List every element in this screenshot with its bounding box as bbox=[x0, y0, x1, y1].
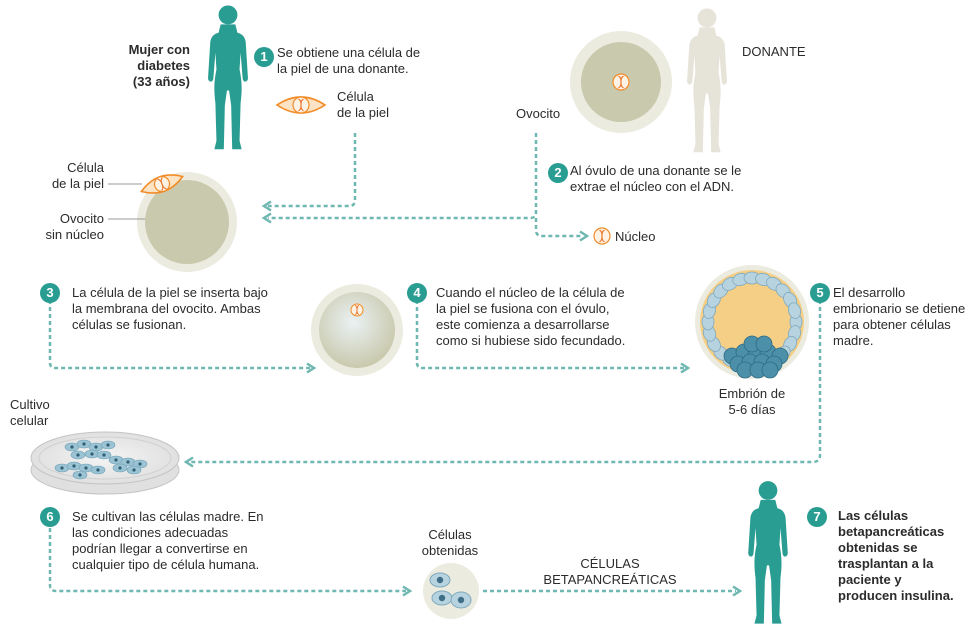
step-6-text: Se cultivan las células madre. En las co… bbox=[72, 509, 264, 572]
donor-oocyte-icon bbox=[570, 31, 672, 133]
donor-label: DONANTE bbox=[742, 44, 806, 59]
step-2-text: Al óvulo de una donante se le extrae el … bbox=[570, 163, 742, 194]
step-1-badge: 1 bbox=[254, 47, 274, 67]
obtained-cells-icon bbox=[423, 563, 479, 619]
connector-1-to-3 bbox=[268, 133, 357, 208]
patient-label: Mujer con diabetes (33 años) bbox=[128, 42, 190, 89]
connector-2-to-3 bbox=[268, 133, 538, 220]
connector-5-to-6 bbox=[190, 300, 822, 464]
step-6-badge: 6 bbox=[40, 507, 60, 527]
dashed-connectors bbox=[48, 133, 822, 593]
culture-label: Cultivo celular bbox=[10, 397, 50, 428]
connector-3-to-4 bbox=[48, 300, 310, 370]
connector-6-to-cells bbox=[48, 528, 406, 593]
patient-woman-icon bbox=[208, 5, 248, 150]
cell-culture-dish-icon bbox=[30, 431, 180, 495]
step-3-text: La célula de la piel se inserta bajo la … bbox=[72, 285, 268, 332]
step-7-text: Las células betapancreáticas obtenidas s… bbox=[838, 508, 954, 603]
fused-oocyte-icon bbox=[311, 284, 403, 376]
connector-4-to-5 bbox=[415, 300, 684, 370]
step-3-badge: 3 bbox=[40, 283, 60, 303]
step-5-badge: 5 bbox=[810, 283, 830, 303]
skin-cell-icon bbox=[275, 96, 327, 114]
embryo-icon bbox=[695, 265, 809, 379]
skin-cell-left-label: Célula de la piel bbox=[51, 160, 104, 191]
step-2-badge: 2 bbox=[548, 163, 568, 183]
cells-obtained-label: Células obtenidas bbox=[421, 527, 479, 558]
nucleus-icon bbox=[593, 227, 611, 245]
patient-woman-icon-final bbox=[748, 481, 788, 624]
step-4-badge: 4 bbox=[407, 283, 427, 303]
oocyte-without-nucleus-icon bbox=[108, 172, 237, 272]
beta-cells-label: CÉLULAS BETAPANCREÁTICAS bbox=[543, 556, 677, 587]
step-7-badge: 7 bbox=[807, 507, 827, 527]
skin-cell-label: Célula de la piel bbox=[337, 89, 390, 120]
donor-woman-icon bbox=[687, 8, 727, 153]
nucleus-label: Núcleo bbox=[615, 229, 656, 244]
embryo-label: Embrión de 5-6 días bbox=[718, 386, 786, 417]
step-4-text: Cuando el núcleo de la célula de la piel… bbox=[436, 285, 626, 348]
step-1-text: Se obtiene una célula de la piel de una … bbox=[277, 45, 421, 76]
connector-2-to-nucleus bbox=[534, 218, 582, 238]
oocyte-no-nucleus-label: Ovocito sin núcleo bbox=[45, 211, 104, 242]
oocyte-label: Ovocito bbox=[516, 106, 561, 121]
step-5-text: El desarrollo embrionario se detiene par… bbox=[833, 285, 966, 348]
